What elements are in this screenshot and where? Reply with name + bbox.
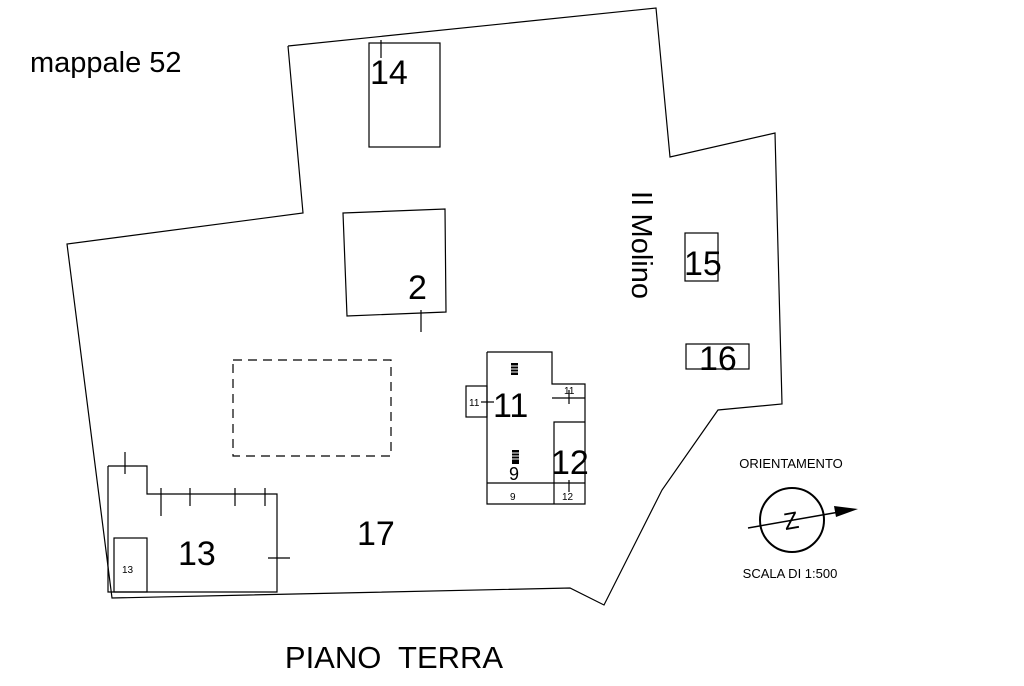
parcel-boundary	[66, 7, 783, 606]
orientation-label: ORIENTAMENTO	[739, 456, 843, 471]
unit-11-small-right-label: 11	[564, 386, 575, 397]
unit-9-small-label: 9	[510, 492, 516, 503]
stair-icon	[512, 450, 519, 464]
building-14	[368, 42, 441, 148]
unit-11-small-left-label: 11	[469, 398, 480, 409]
building-2	[342, 208, 447, 317]
north-arrow-icon	[747, 487, 858, 553]
unit-2-label: 2	[408, 269, 427, 307]
unit-11-label: 11	[493, 387, 528, 425]
floor-title: PIANO TERRA	[285, 640, 504, 675]
building-13	[107, 452, 290, 593]
scale-label: SCALA DI 1:500	[743, 566, 838, 581]
building-11-complex	[465, 351, 586, 505]
stair-icon	[511, 363, 518, 375]
unit-16-label: 16	[699, 340, 737, 378]
unit-13-small-label: 13	[122, 565, 134, 576]
orientation-symbol: Z	[782, 507, 801, 536]
unit-15-label: 15	[684, 245, 722, 283]
unit-13-label: 13	[178, 535, 216, 573]
dashed-footprint	[232, 359, 392, 457]
building-16	[685, 343, 750, 370]
building-15	[684, 232, 719, 282]
unit-12-small-label: 12	[562, 492, 574, 503]
locality-label: Il Molino	[625, 191, 657, 299]
parcel-label: mappale 52	[30, 47, 182, 79]
unit-14-label: 14	[370, 54, 408, 92]
unit-17-label: 17	[357, 515, 395, 553]
unit-9-label: 9	[509, 464, 519, 484]
unit-12-label: 12	[551, 444, 589, 482]
